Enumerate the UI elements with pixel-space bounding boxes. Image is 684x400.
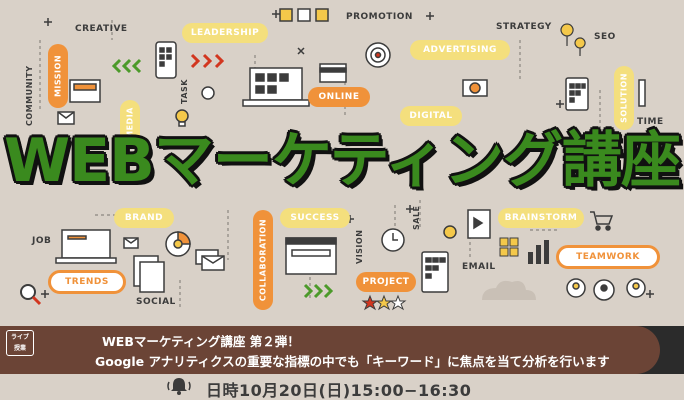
pill-brand: BRAND: [114, 208, 174, 228]
pill-media: MEDIA: [120, 100, 140, 146]
keyword-community: COMMUNITY: [25, 65, 34, 126]
keyword-promotion: PROMOTION: [346, 12, 413, 22]
pill-solution: SOLUTION: [614, 66, 634, 130]
info-banner: [0, 326, 660, 374]
pill-advertising: ADVERTISING: [410, 40, 510, 60]
live-tag-bottom: 授業: [13, 345, 26, 352]
pill-teamwork: TEAMWORK: [556, 245, 660, 269]
live-tag-top: ライブ: [10, 334, 29, 341]
headline: WEBマーケティング講座: [3, 126, 681, 196]
pill-trends: TRENDS: [48, 270, 126, 294]
bell-icon: [167, 378, 191, 395]
live-class-tag: ライブ 授業: [6, 330, 34, 356]
keyword-sale: SALE: [412, 205, 421, 230]
keyword-strategy: STRATEGY: [496, 22, 552, 32]
keyword-creative: CREATIVE: [75, 24, 128, 34]
pill-digital: DIGITAL: [400, 106, 462, 126]
keyword-vision: VISION: [355, 229, 364, 264]
pill-collaboration-label: COLLABORATION: [258, 218, 268, 302]
schedule-datetime: 日時10月20日(日)15:00−16:30: [206, 381, 472, 400]
keyword-time: TIME: [637, 117, 664, 127]
pill-brainstorm: BRAINSTORM: [498, 208, 584, 228]
pill-online: ONLINE: [308, 87, 370, 107]
keyword-email: EMAIL: [462, 262, 496, 272]
pill-mission-label: MISSION: [53, 54, 63, 98]
pill-success: SUCCESS: [280, 208, 350, 228]
schedule-bar: [0, 374, 684, 400]
decorative-icons-layer: [20, 8, 654, 311]
banner-line-1: WEBマーケティング講座 第２弾！: [102, 334, 300, 349]
keyword-seo: SEO: [594, 32, 616, 42]
pill-solution-label: SOLUTION: [619, 73, 629, 123]
pill-mission: MISSION: [48, 44, 68, 108]
keyword-social: SOCIAL: [136, 297, 176, 307]
keyword-job: JOB: [32, 236, 52, 246]
banner-line-2: Google アナリティクスの重要な指標の中でも「キーワード」に焦点を当て分析を…: [95, 354, 610, 369]
pill-project: PROJECT: [356, 272, 416, 292]
keyword-task: TASK: [180, 79, 189, 104]
pill-collaboration: COLLABORATION: [253, 210, 273, 310]
pill-leadership: LEADERSHIP: [182, 23, 268, 43]
